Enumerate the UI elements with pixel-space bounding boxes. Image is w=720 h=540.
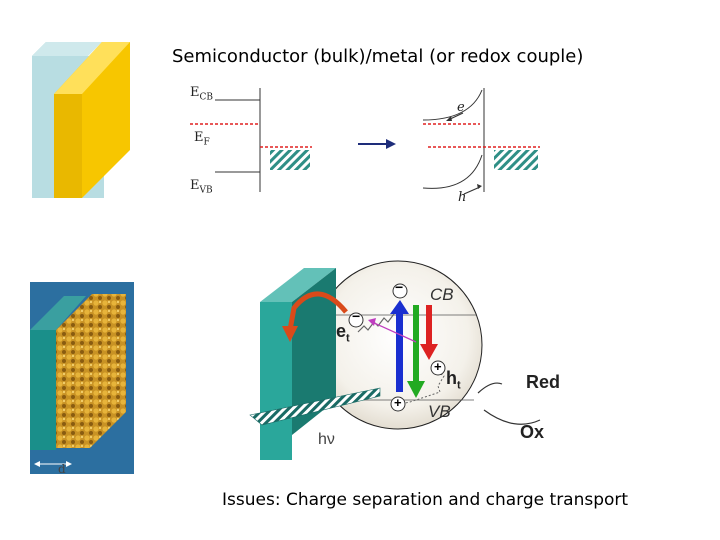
trapped-electron-marker bbox=[348, 312, 364, 328]
cb-bent-band bbox=[422, 89, 483, 121]
trapped-hole-marker bbox=[430, 360, 446, 376]
electrode-side bbox=[292, 268, 336, 435]
trapped-hole-sign: + bbox=[434, 359, 442, 374]
recombination-arrow bbox=[407, 381, 425, 398]
electrode-front bbox=[260, 302, 292, 460]
cb-electron-sign: − bbox=[395, 279, 404, 295]
trapped-electron-label: et bbox=[336, 321, 350, 345]
redox-arrow-up bbox=[477, 382, 503, 394]
cb-electron-marker bbox=[392, 283, 408, 299]
metal-hatch-right bbox=[494, 150, 538, 170]
band-diagram bbox=[190, 88, 540, 195]
thickness-label: d bbox=[58, 462, 66, 476]
particle-diagram bbox=[249, 260, 541, 460]
light-beam bbox=[249, 387, 381, 426]
hole-label: h bbox=[458, 190, 467, 205]
evb-label: EVB bbox=[190, 178, 213, 196]
vb-label: VB bbox=[428, 402, 451, 421]
vb-bent-band bbox=[422, 154, 483, 189]
page-title: Semiconductor (bulk)/metal (or redox cou… bbox=[172, 46, 584, 67]
trapping-arrow bbox=[420, 344, 438, 360]
photon-label: hν bbox=[318, 431, 335, 448]
issues-text: Issues: Charge separation and charge tra… bbox=[222, 490, 629, 510]
trapped-hole-label: ht bbox=[446, 368, 461, 392]
electrode-top bbox=[260, 268, 336, 302]
trapped-electron-sign: − bbox=[352, 308, 361, 324]
nanoporous-film-block bbox=[30, 282, 134, 474]
excitation-arrow bbox=[390, 300, 409, 314]
ef-label: EF bbox=[194, 130, 210, 148]
bulk-semiconductor-slab bbox=[32, 42, 130, 198]
vb-hole-marker bbox=[390, 396, 406, 412]
electron-label: e bbox=[457, 100, 465, 115]
ox-label: Ox bbox=[520, 422, 545, 442]
trap-transfer-line bbox=[371, 321, 417, 343]
hole-arrow bbox=[463, 186, 481, 195]
redox-arrow-down bbox=[483, 409, 541, 425]
injection-arrow bbox=[287, 291, 348, 331]
cb-label: CB bbox=[430, 285, 454, 304]
ecb-label: ECB bbox=[190, 85, 213, 103]
vb-hole-sign: + bbox=[394, 395, 402, 410]
metal-hatch-left bbox=[270, 150, 310, 170]
red-label: Red bbox=[526, 372, 561, 392]
